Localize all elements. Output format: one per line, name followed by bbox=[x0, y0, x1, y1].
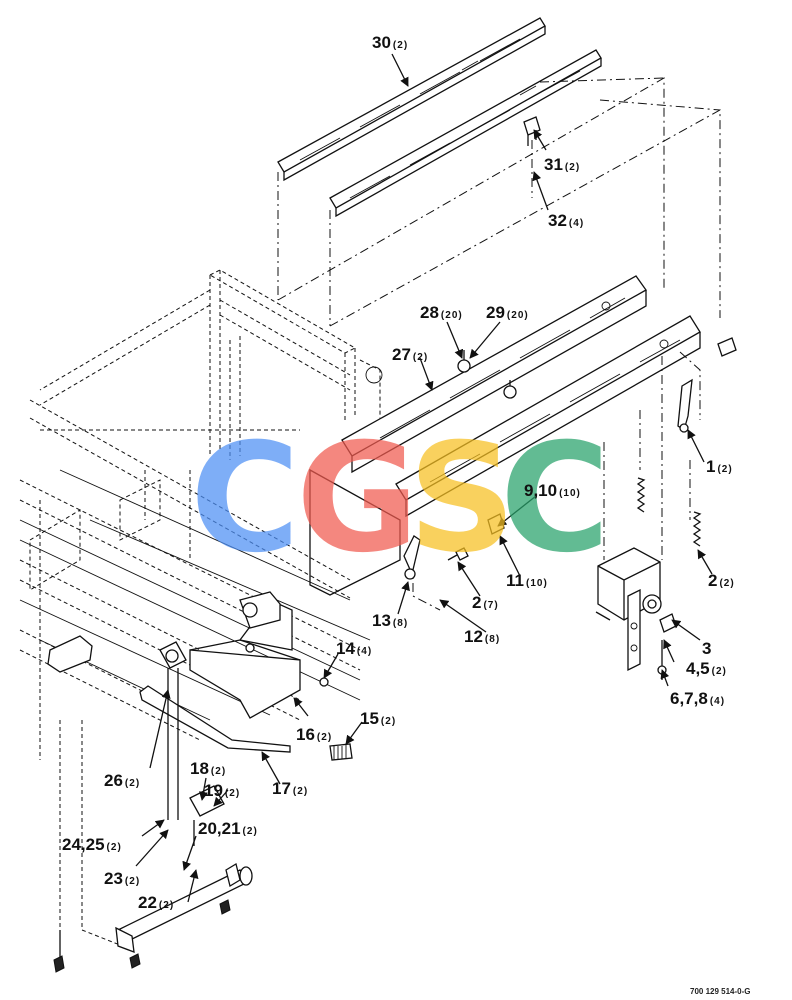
callout: 27(2) bbox=[392, 345, 428, 364]
part-1-lever bbox=[677, 337, 737, 433]
part-28-29-bolt-nut bbox=[457, 350, 517, 399]
part-16-shield bbox=[189, 599, 329, 719]
bed-slats bbox=[19, 468, 401, 721]
callout: 12(8) bbox=[464, 627, 500, 646]
callout: 23(2) bbox=[104, 869, 140, 888]
callout: 22(2) bbox=[138, 893, 174, 912]
part-26-pivot bbox=[159, 641, 187, 820]
callout: 15(2) bbox=[360, 709, 396, 728]
callout: 29(20) bbox=[486, 303, 529, 322]
part-13-latch bbox=[403, 535, 421, 580]
callout: 6,7,8(4) bbox=[670, 689, 725, 708]
callout: 3 bbox=[702, 639, 711, 658]
frame-hardware bbox=[47, 591, 281, 673]
callout: 28(20) bbox=[420, 303, 463, 322]
callout: 30(2) bbox=[372, 33, 408, 52]
part-22-shaft bbox=[53, 862, 253, 973]
callout: 31(2) bbox=[544, 155, 580, 174]
part-30-rail-upper bbox=[277, 17, 546, 182]
callout: 13(8) bbox=[372, 611, 408, 630]
part-27-side-rail-rear bbox=[341, 275, 647, 474]
watermark-letter: S bbox=[408, 412, 516, 586]
watermark: C G S C bbox=[190, 412, 610, 586]
callout: 11(10) bbox=[506, 571, 548, 590]
callout-labels: 30(2) 31(2) 32(4) 28(20) 29(20) 27(2) 1(… bbox=[62, 33, 735, 912]
figure-id: 700 129 514-0-G bbox=[690, 987, 751, 996]
callout: 24,25(2) bbox=[62, 835, 122, 854]
watermark-letter: C bbox=[500, 412, 610, 586]
part-27-side-rail-front bbox=[395, 315, 701, 518]
callout: 2(2) bbox=[708, 571, 735, 590]
callout: 26(2) bbox=[104, 771, 140, 790]
callout: 14(4) bbox=[336, 639, 372, 658]
callout: 18(2) bbox=[190, 759, 226, 778]
callout: 19(2) bbox=[204, 781, 240, 800]
callout: 1(2) bbox=[706, 457, 733, 476]
part-30-rail-lower bbox=[329, 49, 602, 218]
callout: 16(2) bbox=[296, 725, 332, 744]
watermark-letter: G bbox=[296, 412, 419, 586]
callout: 32(4) bbox=[548, 211, 584, 230]
callout: 17(2) bbox=[272, 779, 308, 798]
callout: 9,10(10) bbox=[524, 481, 581, 500]
watermark-letter: C bbox=[190, 412, 300, 586]
callout: 2(7) bbox=[472, 593, 499, 612]
part-2-spring bbox=[636, 477, 702, 547]
callout: 4,5(2) bbox=[686, 659, 727, 678]
leader-lines bbox=[135, 53, 713, 903]
callout: 20,21(2) bbox=[198, 819, 258, 838]
assembly-guide-lines bbox=[277, 77, 721, 611]
